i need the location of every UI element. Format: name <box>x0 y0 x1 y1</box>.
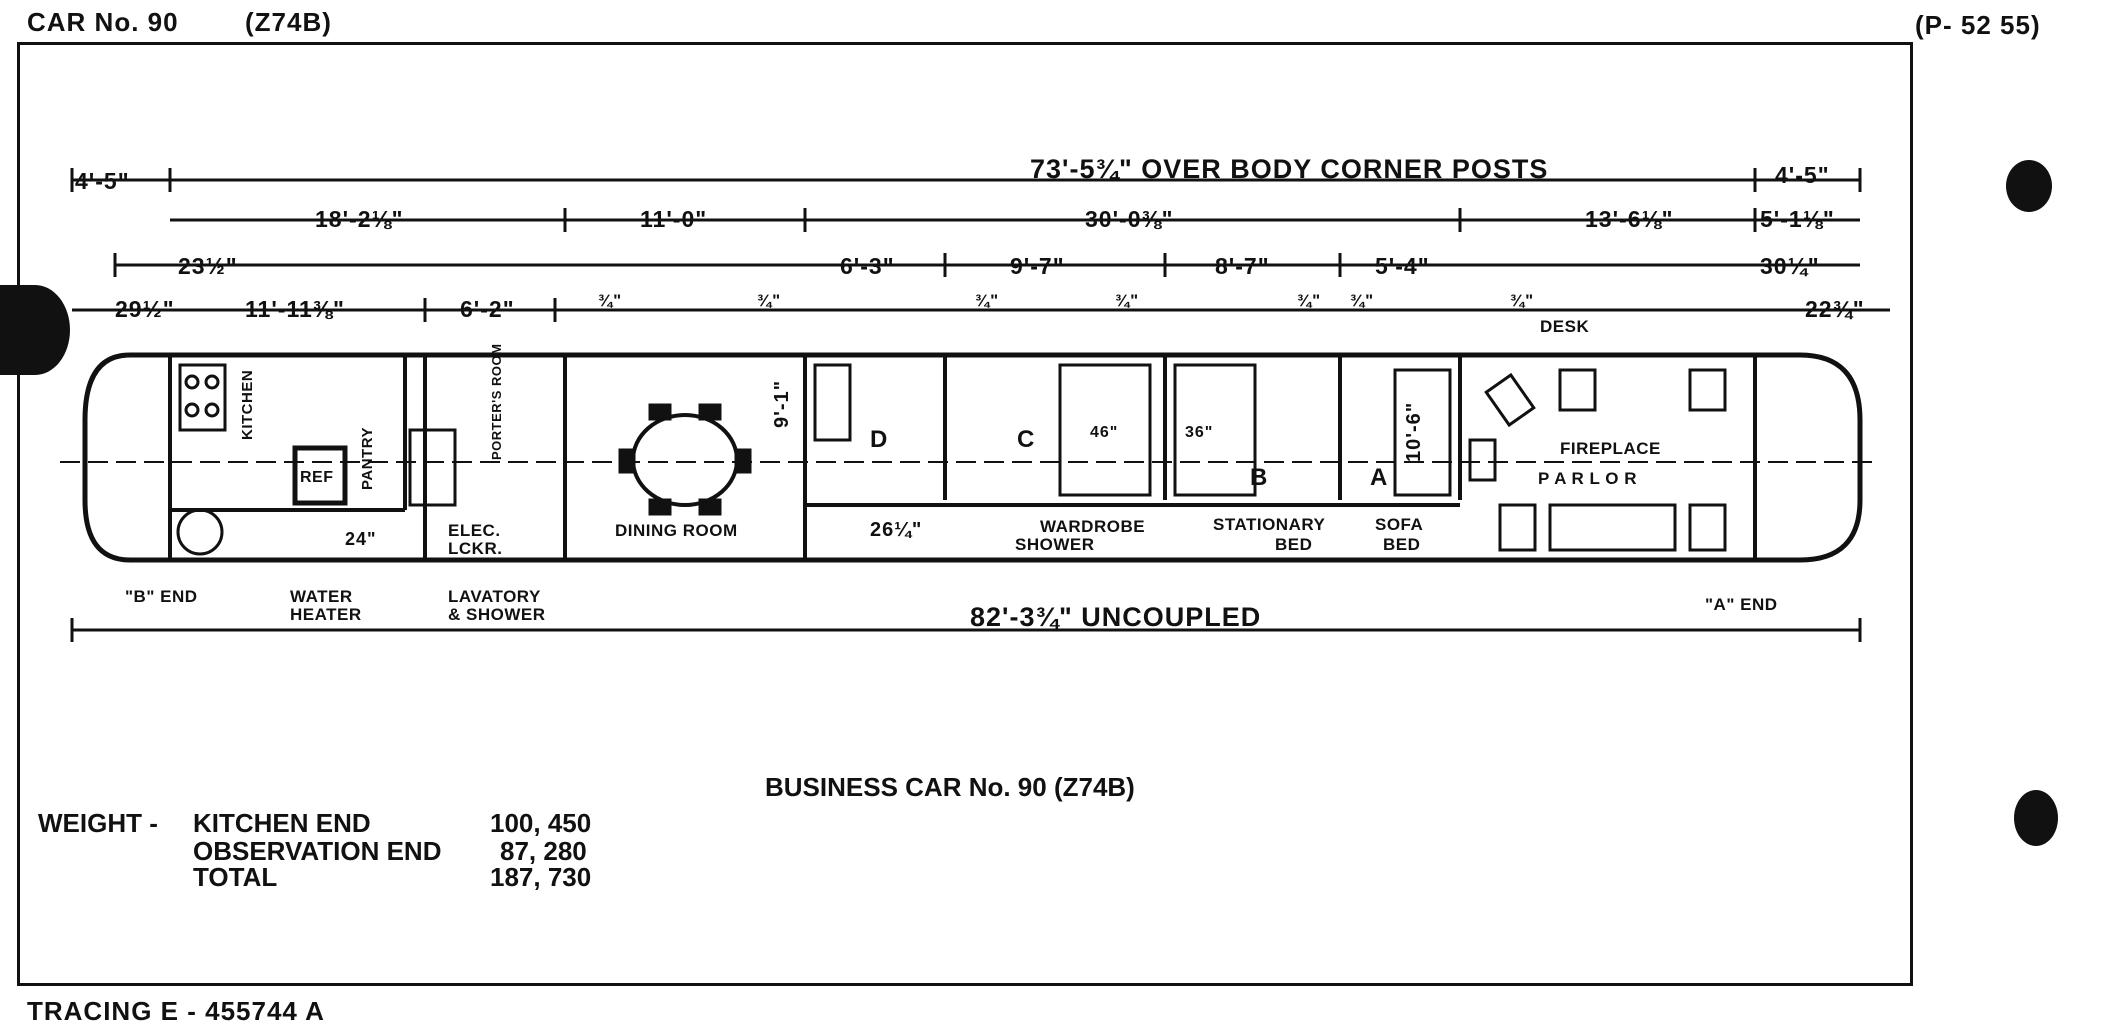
dim-dining-section: 11'-0" <box>640 206 708 232</box>
bed-icon <box>1058 363 1152 497</box>
armchair-icon <box>1688 503 1727 552</box>
chair-icon <box>648 498 672 516</box>
punch-hole-icon <box>0 285 70 375</box>
armchair-icon <box>1558 368 1597 412</box>
stove-icon <box>178 363 227 432</box>
bed-icon <box>1173 363 1257 497</box>
dim-wall: ¾" <box>1297 291 1322 310</box>
room-dining: DINING ROOM <box>615 521 738 540</box>
drawing-title: BUSINESS CAR No. 90 (Z74B) <box>765 772 1135 802</box>
dim-porters-room: 6'-2" <box>460 296 515 322</box>
dim-row3-end: 30¼" <box>1760 253 1820 279</box>
dim-wall: ¾" <box>1115 291 1140 310</box>
room-kitchen: KITCHEN <box>239 369 256 440</box>
dim-wall: ¾" <box>975 291 1000 310</box>
callout-shower: SHOWER <box>1015 535 1095 554</box>
dim-row3: 23½" <box>178 253 238 279</box>
chair-icon <box>698 498 722 516</box>
callout-stationary-1: STATIONARY <box>1213 515 1326 534</box>
weight-value: 100, 450 <box>490 808 592 838</box>
refrigerator-icon <box>292 445 348 506</box>
dim-left-end: 4'-5" <box>75 168 130 194</box>
bed-icon <box>813 363 852 442</box>
sofa-bed-icon <box>1393 368 1452 497</box>
dim-24: 24" <box>345 529 377 549</box>
chair-icon <box>618 448 636 474</box>
armchair-icon <box>1688 368 1727 412</box>
dim-wall: ¾" <box>1350 291 1375 310</box>
dim-parlor-section: 13'-6⅛" <box>1585 206 1674 232</box>
dim-room-d: 6'-3" <box>840 253 895 279</box>
armchair-icon <box>1498 503 1537 552</box>
car-number: CAR No. 90 <box>27 7 179 37</box>
callout-lavatory-1: LAVATORY <box>448 587 541 606</box>
punch-hole-icon <box>2006 160 2052 212</box>
weight-name: KITCHEN END <box>193 808 371 838</box>
dim-uncoupled: 82'-3¾" UNCOUPLED <box>970 602 1262 632</box>
dining-table-icon <box>631 413 739 507</box>
callout-sofa-1: SOFA <box>1375 515 1424 534</box>
room-d: D <box>870 426 889 453</box>
callout-elec-1: ELEC. <box>448 521 501 540</box>
callout-stationary-2: BED <box>1275 535 1313 554</box>
weight-value: 87, 280 <box>500 836 587 866</box>
callout-a-end: "A" END <box>1705 595 1778 614</box>
dim-room-c: 9'-7" <box>1010 253 1065 279</box>
dim-right-end: 4'-5" <box>1775 162 1830 188</box>
dim-room-a: 5'-4" <box>1375 253 1430 279</box>
chair-icon <box>648 403 672 421</box>
room-pantry: PANTRY <box>359 427 376 490</box>
callout-sofa-2: BED <box>1383 535 1421 554</box>
room-desk: DESK <box>1540 317 1590 336</box>
dim-car-width: 9'-1" <box>771 379 793 428</box>
dim-row4-end: 22¾" <box>1805 296 1865 322</box>
page-reference: (P- 52 55) <box>1915 10 2041 40</box>
water-heater-icon <box>176 508 224 556</box>
callout-water-heater-1: WATER <box>290 587 353 606</box>
drawing-frame <box>17 42 1913 986</box>
dim-room-b: 8'-7" <box>1215 253 1270 279</box>
room-c: C <box>1017 426 1036 453</box>
fireplace-icon <box>1468 438 1497 482</box>
dim-sofa-bed: 10'-6" <box>1403 401 1425 462</box>
callout-water-heater-2: HEATER <box>290 605 362 624</box>
room-a: A <box>1370 464 1389 491</box>
room-parlor: P A R L O R <box>1538 469 1638 488</box>
weight-value: 187, 730 <box>490 862 592 892</box>
room-fireplace: FIREPLACE <box>1560 439 1661 458</box>
dim-wall: ¾" <box>757 291 782 310</box>
callout-elec-2: LCKR. <box>448 539 503 558</box>
callout-b-end: "B" END <box>125 587 198 606</box>
tracing-number: TRACING E - 455744 A <box>27 996 325 1026</box>
punch-hole-icon <box>2014 790 2058 846</box>
room-porters: PORTER'S ROOM <box>489 343 504 461</box>
dim-kitchen-section: 18'-2⅛" <box>315 206 404 232</box>
desk-icon <box>1484 372 1536 428</box>
car-code: (Z74B) <box>245 7 332 37</box>
locker-icon <box>408 428 457 507</box>
weight-name: OBSERVATION END <box>193 836 442 866</box>
weight-label: WEIGHT - <box>38 808 158 838</box>
chair-icon <box>698 403 722 421</box>
dim-corridor-width: 26¼" <box>870 519 923 541</box>
dim-rooms-section: 30'-0⅜" <box>1085 206 1174 232</box>
dim-row4: 29½" <box>115 296 175 322</box>
dim-kitchen-length: 11'-11⅜" <box>245 296 345 322</box>
dim-over-body: 73'-5¾" OVER BODY CORNER POSTS <box>1030 154 1549 184</box>
chair-icon <box>734 448 752 474</box>
room-ref: REF <box>300 469 334 486</box>
dim-observation-section: 5'-1⅛" <box>1760 206 1835 232</box>
dim-wall: ¾" <box>1510 291 1535 310</box>
callout-wardrobe: WARDROBE <box>1040 517 1146 536</box>
car-body-outline <box>82 352 1863 563</box>
weight-name: TOTAL <box>193 862 278 892</box>
dim-36: 36" <box>1185 424 1214 441</box>
dim-46: 46" <box>1090 424 1119 441</box>
room-b: B <box>1250 464 1269 491</box>
dim-wall: ¾" <box>598 291 623 310</box>
callout-lavatory-2: & SHOWER <box>448 605 546 624</box>
sofa-icon <box>1548 503 1677 552</box>
